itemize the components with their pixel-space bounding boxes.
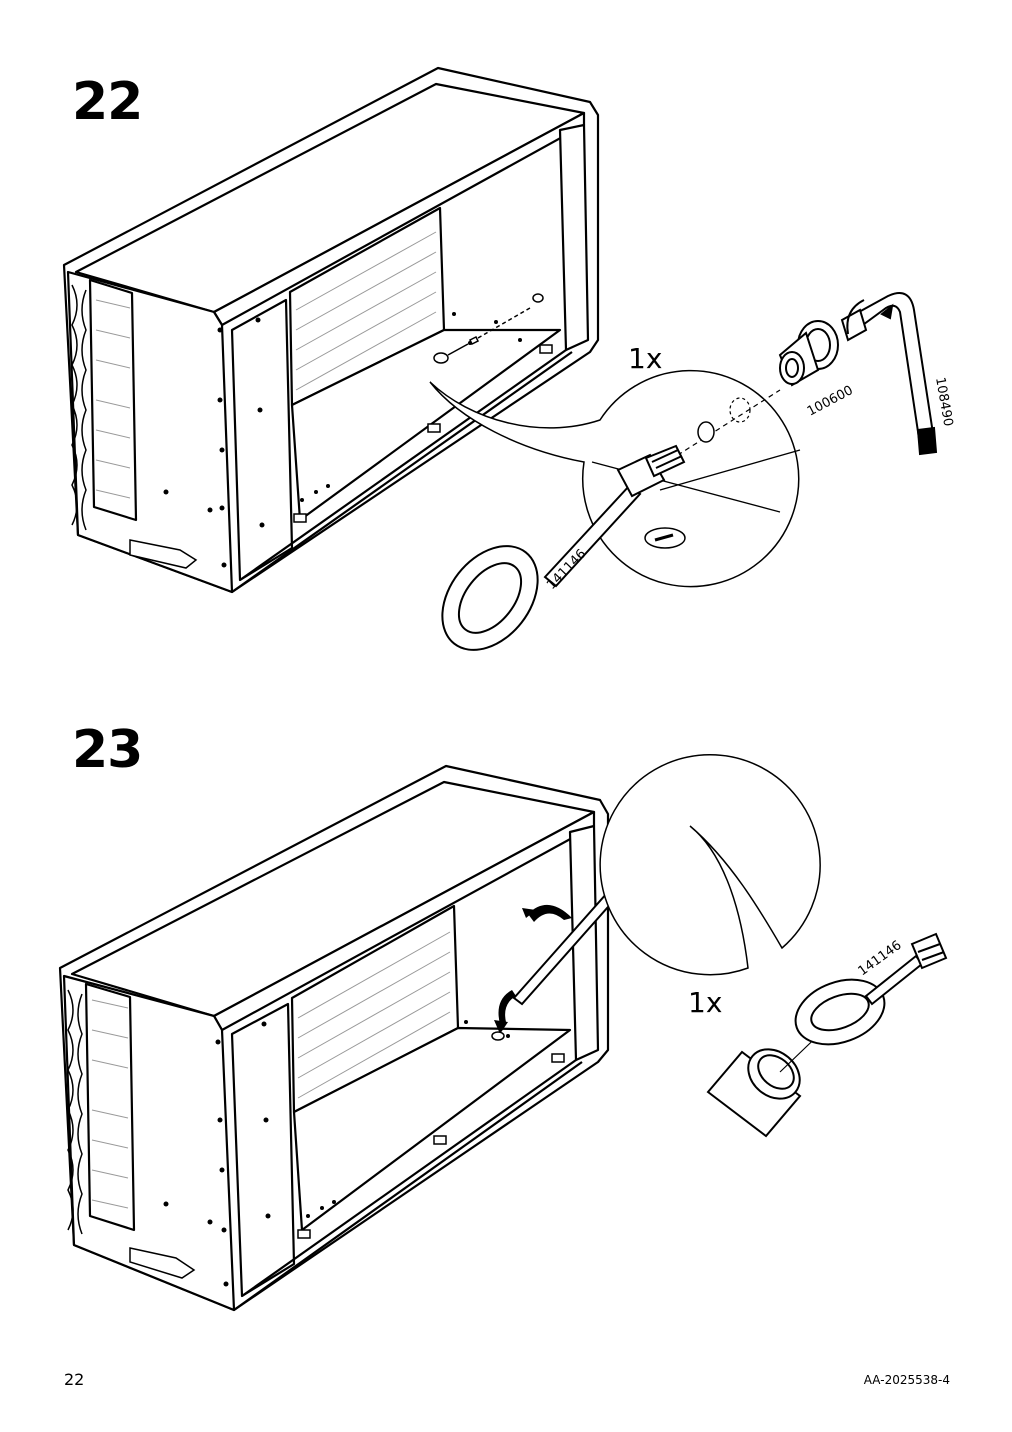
- edge-pattern: [67, 989, 83, 1235]
- step-22-illustration: 1x 141146 100600 108490: [62, 66, 955, 651]
- step-23-quantity: 1x: [688, 986, 722, 1019]
- slot-hole: [644, 527, 686, 549]
- detail-callout: [599, 753, 821, 976]
- page-number: 22: [64, 1370, 85, 1389]
- rotate-arrow: [494, 904, 572, 1034]
- insert-nut-100600: [778, 320, 839, 387]
- step-22-number: 22: [72, 72, 143, 132]
- rod-end: [706, 1048, 802, 1138]
- step-23-number: 23: [72, 720, 143, 780]
- allen-key-108490: [840, 292, 938, 456]
- eye-bolt-141146: [794, 932, 948, 1046]
- corner-brackets: [129, 1053, 565, 1279]
- edge-pattern: [71, 284, 87, 531]
- step-22-quantity: 1x: [628, 342, 662, 375]
- document-code: AA-2025538-4: [863, 1373, 950, 1387]
- hole-marks: [163, 1020, 510, 1287]
- eye-bolt-small: [433, 293, 544, 364]
- step-22-part-allen-key: 108490: [932, 376, 955, 427]
- step-22-part-insert-nut: 100600: [805, 383, 856, 420]
- eye-bolt-141146: [441, 444, 686, 651]
- panel-texture: [95, 231, 437, 499]
- step-23-illustration: 1x 141146: [58, 753, 948, 1312]
- panel-texture: [91, 931, 451, 1209]
- hole-marks: [163, 312, 522, 568]
- corner-brackets: [129, 344, 553, 569]
